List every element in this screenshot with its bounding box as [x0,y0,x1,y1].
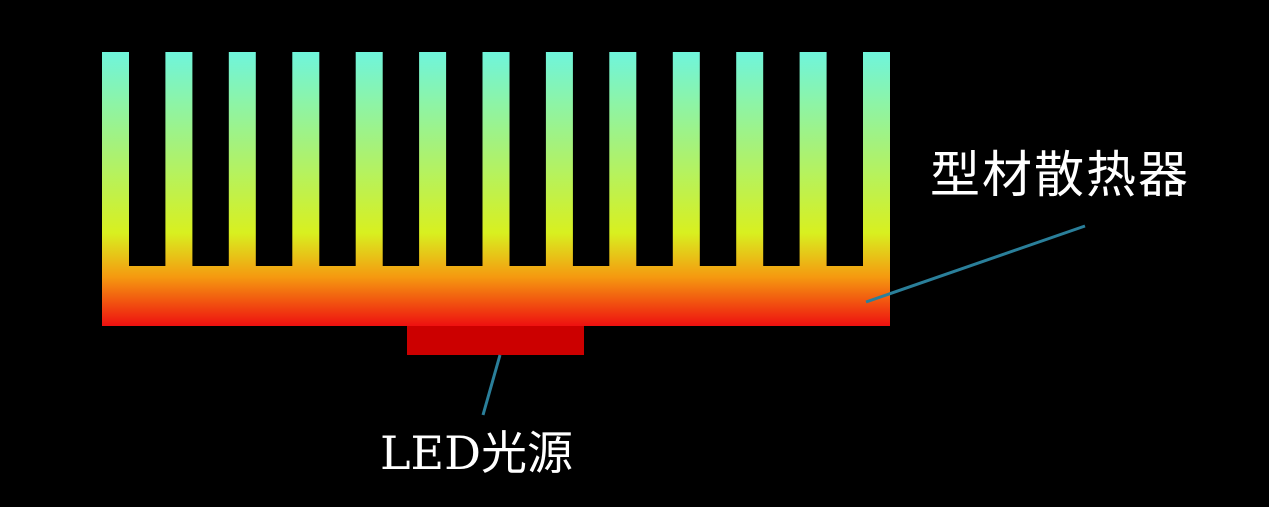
heatsink-label: 型材散热器 [930,146,1190,204]
heatsink-fin [736,52,764,267]
heatsink-fin [799,52,827,267]
heatsink-fin [863,52,890,267]
heatsink-fin [355,52,383,267]
led-leader-line [481,354,502,416]
heatsink-fin [165,52,193,267]
heatsink-fins [102,52,890,267]
heatsink-fin [672,52,700,267]
heatsink-fin [292,52,320,267]
heatsink-leader-line [865,224,1086,304]
heatsink-base [102,266,890,326]
heatsink-fin [419,52,447,267]
heatsink-fin [482,52,510,267]
heatsink-fin [228,52,256,267]
heatsink-fin [102,52,129,267]
heatsink-fin [609,52,637,267]
led-source-label: LED光源 [380,426,574,480]
led-source-block [407,326,584,355]
heatsink-fin [545,52,573,267]
